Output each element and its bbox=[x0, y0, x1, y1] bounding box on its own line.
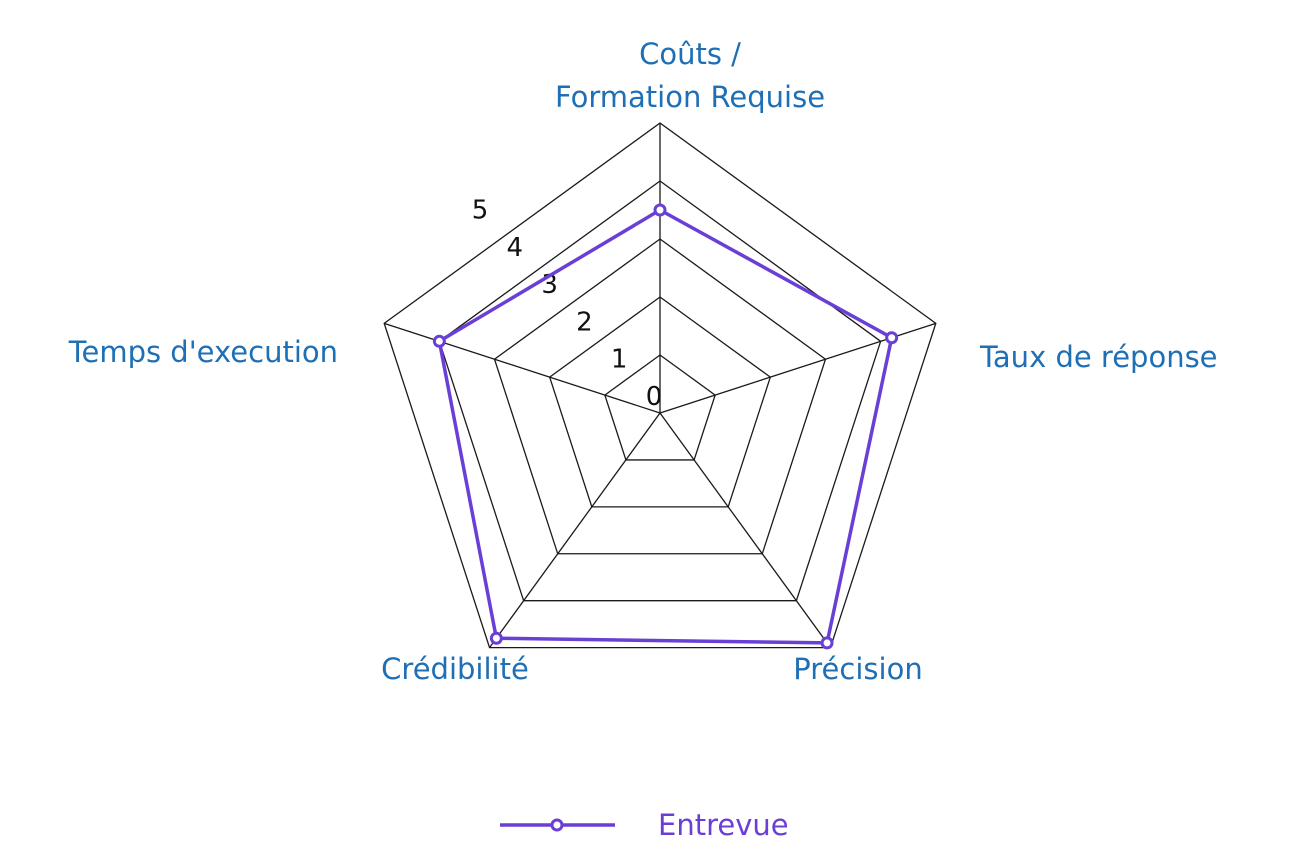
tick-label-5: 5 bbox=[472, 196, 489, 226]
axis-label-0-line-1: Formation Requise bbox=[555, 80, 825, 114]
series-point-2 bbox=[820, 636, 834, 650]
axis-label-4-line-0: Temps d'execution bbox=[68, 335, 338, 369]
spoke-4 bbox=[383, 322, 661, 414]
series-point-1 bbox=[885, 331, 899, 345]
tick-label-4: 4 bbox=[507, 233, 524, 263]
series-point-0 bbox=[653, 203, 667, 217]
tick-label-1: 1 bbox=[611, 345, 628, 375]
tick-label-2: 2 bbox=[576, 307, 593, 337]
radar-grid bbox=[383, 122, 937, 649]
series-line-0 bbox=[437, 208, 894, 645]
series-point-4 bbox=[432, 334, 446, 348]
series-point-3 bbox=[489, 631, 503, 645]
grid-ring-5 bbox=[383, 122, 937, 649]
series-entrevue bbox=[432, 203, 899, 650]
axis-label-1-line-0: Taux de réponse bbox=[979, 340, 1218, 374]
grid-ring-4 bbox=[438, 180, 882, 602]
grid-ring-2 bbox=[548, 296, 772, 508]
grid-ring-3 bbox=[493, 238, 827, 555]
axis-label-0-line-0: Coûts / bbox=[639, 37, 741, 71]
radar-spokes bbox=[383, 123, 937, 648]
spoke-3 bbox=[489, 412, 661, 648]
grid-ring-1 bbox=[604, 354, 716, 461]
axis-label-2-line-0: Précision bbox=[793, 652, 922, 686]
legend: Entrevue bbox=[500, 808, 789, 842]
legend-marker bbox=[550, 818, 564, 832]
spoke-2 bbox=[659, 412, 831, 648]
tick-label-0: 0 bbox=[646, 382, 663, 412]
axis-label-3-line-0: Crédibilité bbox=[381, 652, 529, 686]
legend-label: Entrevue bbox=[658, 808, 789, 842]
